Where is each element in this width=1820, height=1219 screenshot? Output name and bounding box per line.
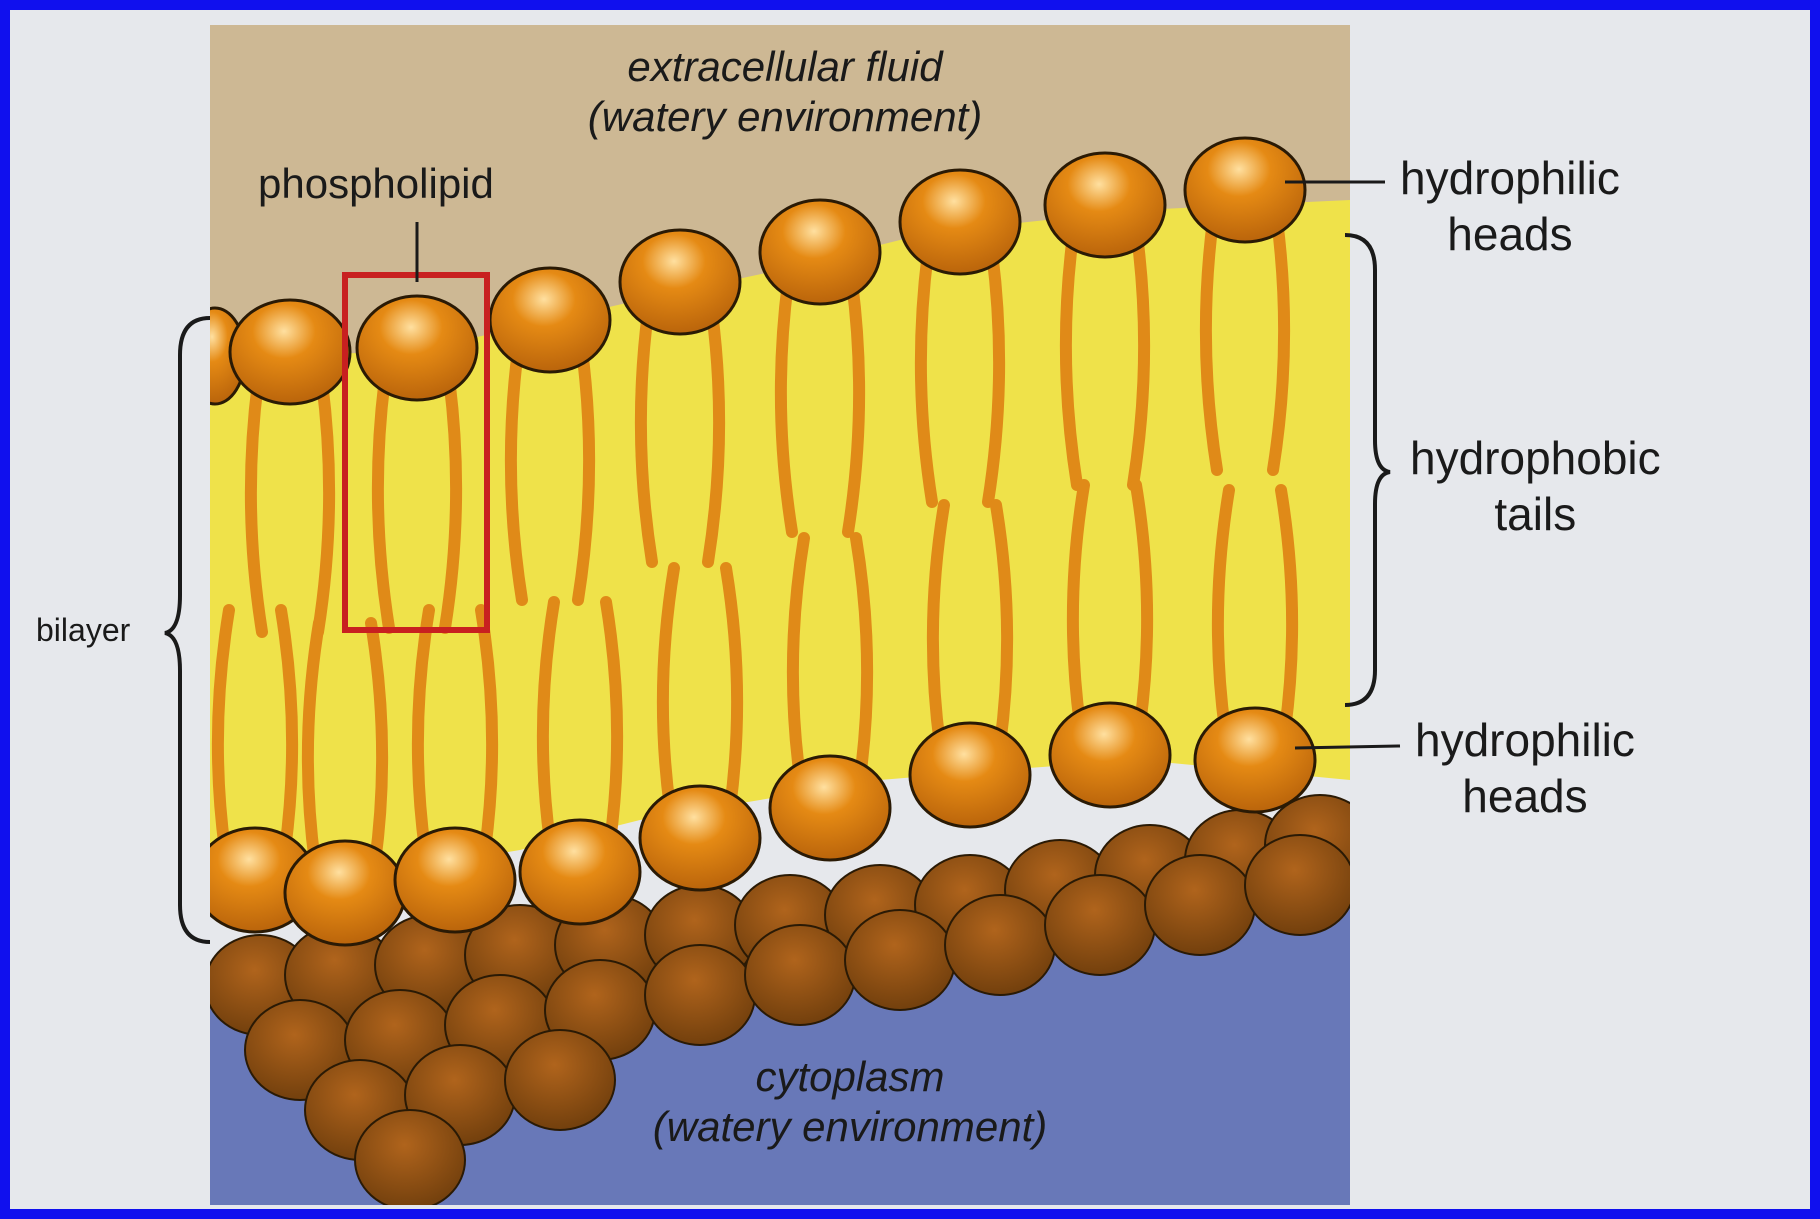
bilayer-label: bilayer [36,612,130,649]
bottom-heads-pointer [1295,746,1400,748]
cytoplasm-label: cytoplasm (watery environment) [600,1052,1100,1152]
hydrophilic-head [520,820,640,924]
hydrophobic-line2: tails [1410,486,1661,542]
hydrophobic-tails-label: hydrophobic tails [1410,430,1661,542]
cytoplasm-line2: (watery environment) [600,1102,1100,1152]
hydrophilic-head [910,723,1030,827]
hydrophilic-top-line2: heads [1400,206,1620,262]
cytoplasm-line1: cytoplasm [600,1052,1100,1102]
rear-head [745,925,855,1025]
hydrophilic-head [285,841,405,945]
rear-head [645,945,755,1045]
hydrophilic-head [1050,703,1170,807]
hydrophilic-head [770,756,890,860]
hydrophilic-head [620,230,740,334]
hydrophilic-top-line1: hydrophilic [1400,150,1620,206]
hydrophilic-head [490,268,610,372]
hydrophilic-head [395,828,515,932]
hydrophilic-head [760,200,880,304]
rear-head [355,1110,465,1210]
hydrophilic-bottom-line2: heads [1415,768,1635,824]
rear-head [945,895,1055,995]
hydrophilic-head [357,296,477,400]
hydrophilic-head [640,786,760,890]
hydrophilic-head [1045,153,1165,257]
extracellular-label: extracellular fluid (watery environment) [560,42,1010,142]
rear-head [505,1030,615,1130]
extracellular-line2: (watery environment) [560,92,1010,142]
rear-head [845,910,955,1010]
phospholipid-label: phospholipid [258,160,494,208]
hydrophilic-heads-top-label: hydrophilic heads [1400,150,1620,262]
hydrophilic-heads-bottom-label: hydrophilic heads [1415,712,1635,824]
hydrophilic-head [1185,138,1305,242]
hydrophobic-line1: hydrophobic [1410,430,1661,486]
rear-head [1045,875,1155,975]
rear-head [1145,855,1255,955]
hydrophilic-head [1195,708,1315,812]
rear-head [1245,835,1355,935]
hydrophilic-head [230,300,350,404]
hydrophilic-bottom-line1: hydrophilic [1415,712,1635,768]
extracellular-line1: extracellular fluid [560,42,1010,92]
hydrophilic-head [900,170,1020,274]
